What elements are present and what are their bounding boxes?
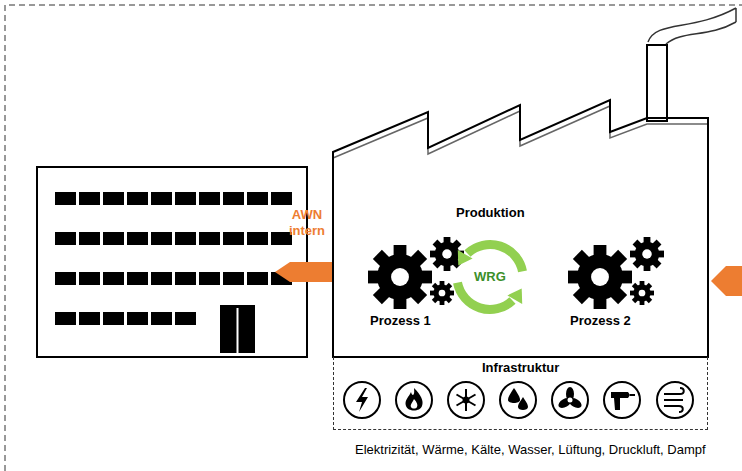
awn-arrow bbox=[275, 262, 333, 282]
gear-symbols bbox=[368, 237, 664, 309]
cold-icon bbox=[457, 389, 476, 411]
heat-icon bbox=[406, 388, 423, 411]
input-arrow bbox=[711, 266, 742, 296]
process-label: Prozess 1 bbox=[370, 313, 431, 329]
system-boundary bbox=[5, 5, 742, 471]
heat-recovery-cycle: WRG bbox=[445, 232, 535, 322]
node-label: WRG bbox=[474, 269, 506, 285]
office-building bbox=[37, 167, 307, 357]
water-icon bbox=[508, 388, 528, 410]
node-label: Produktion bbox=[456, 205, 525, 221]
factory-wall bbox=[333, 100, 708, 357]
process-label: Prozess 2 bbox=[570, 313, 631, 329]
chimney bbox=[647, 8, 736, 121]
media-list: Elektrizität, Wärme, Kälte, Wasser, Lüft… bbox=[355, 442, 706, 458]
compressed-air-icon bbox=[611, 392, 635, 410]
node-label: Infrastruktur bbox=[482, 360, 559, 376]
electricity-icon bbox=[356, 388, 368, 412]
flow-label: AWN intern bbox=[281, 207, 333, 239]
infrastructure-box: Infrastruktur bbox=[333, 357, 708, 430]
steam-icon bbox=[664, 388, 684, 412]
ventilation-icon bbox=[557, 387, 584, 410]
infrastructure-icons bbox=[344, 382, 693, 418]
